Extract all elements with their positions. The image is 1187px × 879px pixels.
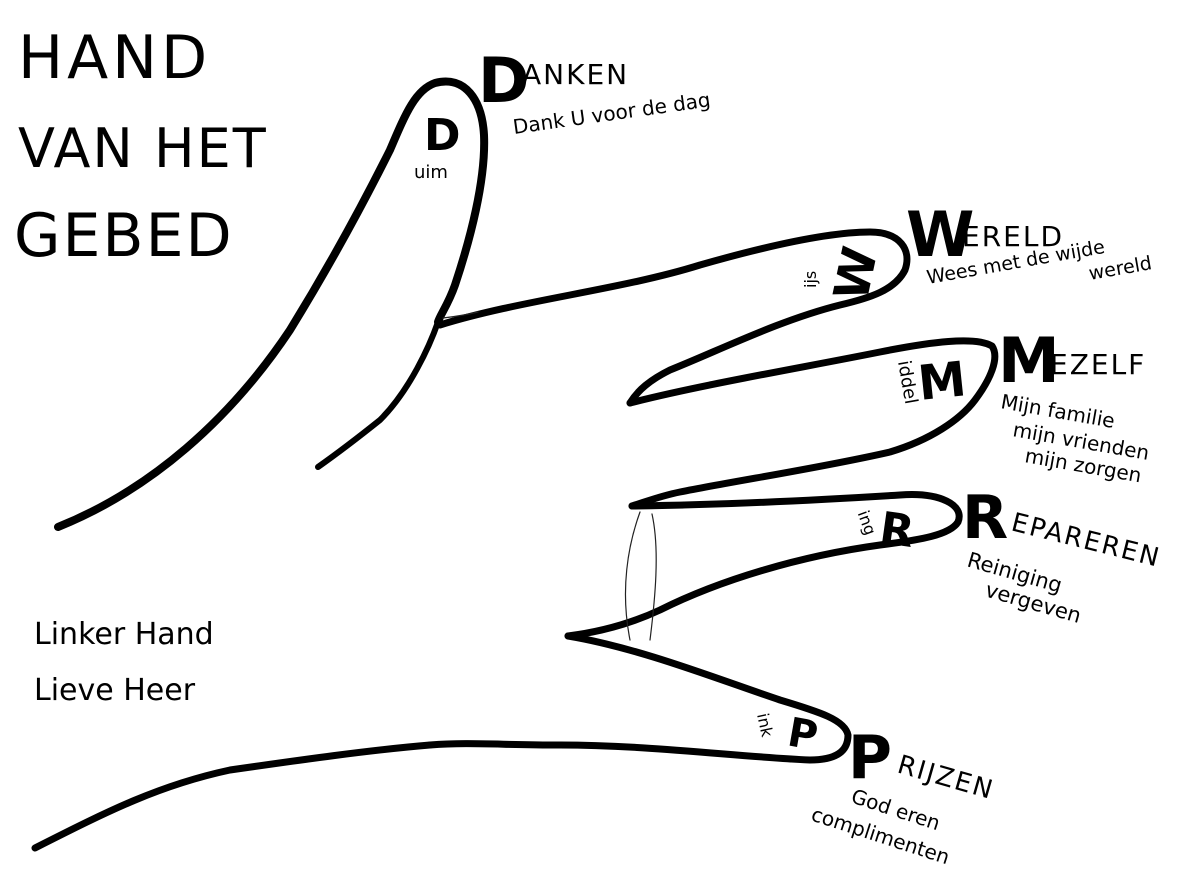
sketch-line-ring-base-2 [650, 514, 656, 640]
hand-note-line-2: Lieve Heer [34, 673, 196, 708]
ring-inner-rest: ing [854, 508, 880, 538]
title-line-2: VAN HET [18, 117, 268, 180]
thumb-inner-letter: D [424, 110, 461, 161]
pinky-inner-rest: ink [753, 711, 777, 739]
ring-inner-letter: R [877, 503, 918, 558]
thumb-inner-rest: uim [414, 162, 448, 183]
finger-thumb: D uim D ANKEN Dank U voor de dag [414, 44, 712, 183]
ring-big-letter: R [962, 483, 1008, 553]
middle-word-rest: EZELF [1050, 348, 1146, 381]
drawing-title: HAND VAN HET GEBED [14, 23, 268, 271]
hand-note-line-1: Linker Hand [34, 617, 214, 652]
finger-index: W ijs W ERELD Wees met de wijde wereld [801, 198, 1154, 305]
hand-note: Linker Hand Lieve Heer [34, 617, 214, 708]
palm-bottom-edge [35, 745, 430, 848]
pinky-inner-letter: P [784, 710, 821, 760]
index-inner-letter: W [823, 242, 889, 305]
thumb-inner-edge [318, 322, 438, 467]
index-inner-rest: ijs [801, 271, 820, 288]
middle-inner-letter: M [915, 351, 968, 412]
finger-middle: M iddel M EZELF Mijn familie mijn vriend… [893, 324, 1151, 487]
ring-word-rest: EPAREREN [1008, 508, 1163, 574]
title-line-3: GEBED [14, 201, 234, 271]
thumb-word-rest: ANKEN [522, 58, 629, 91]
thumb-description: Dank U voor de dag [511, 87, 712, 138]
pinky-finger-edge [430, 636, 848, 760]
title-line-1: HAND [18, 23, 211, 93]
finger-pinky: P ink P RIJZEN God eren complimenten [753, 710, 997, 870]
finger-ring: R ing R EPAREREN Reiniging vergeven [854, 483, 1164, 628]
pinky-word-rest: RIJZEN [894, 750, 998, 806]
pinky-big-letter: P [848, 723, 892, 793]
